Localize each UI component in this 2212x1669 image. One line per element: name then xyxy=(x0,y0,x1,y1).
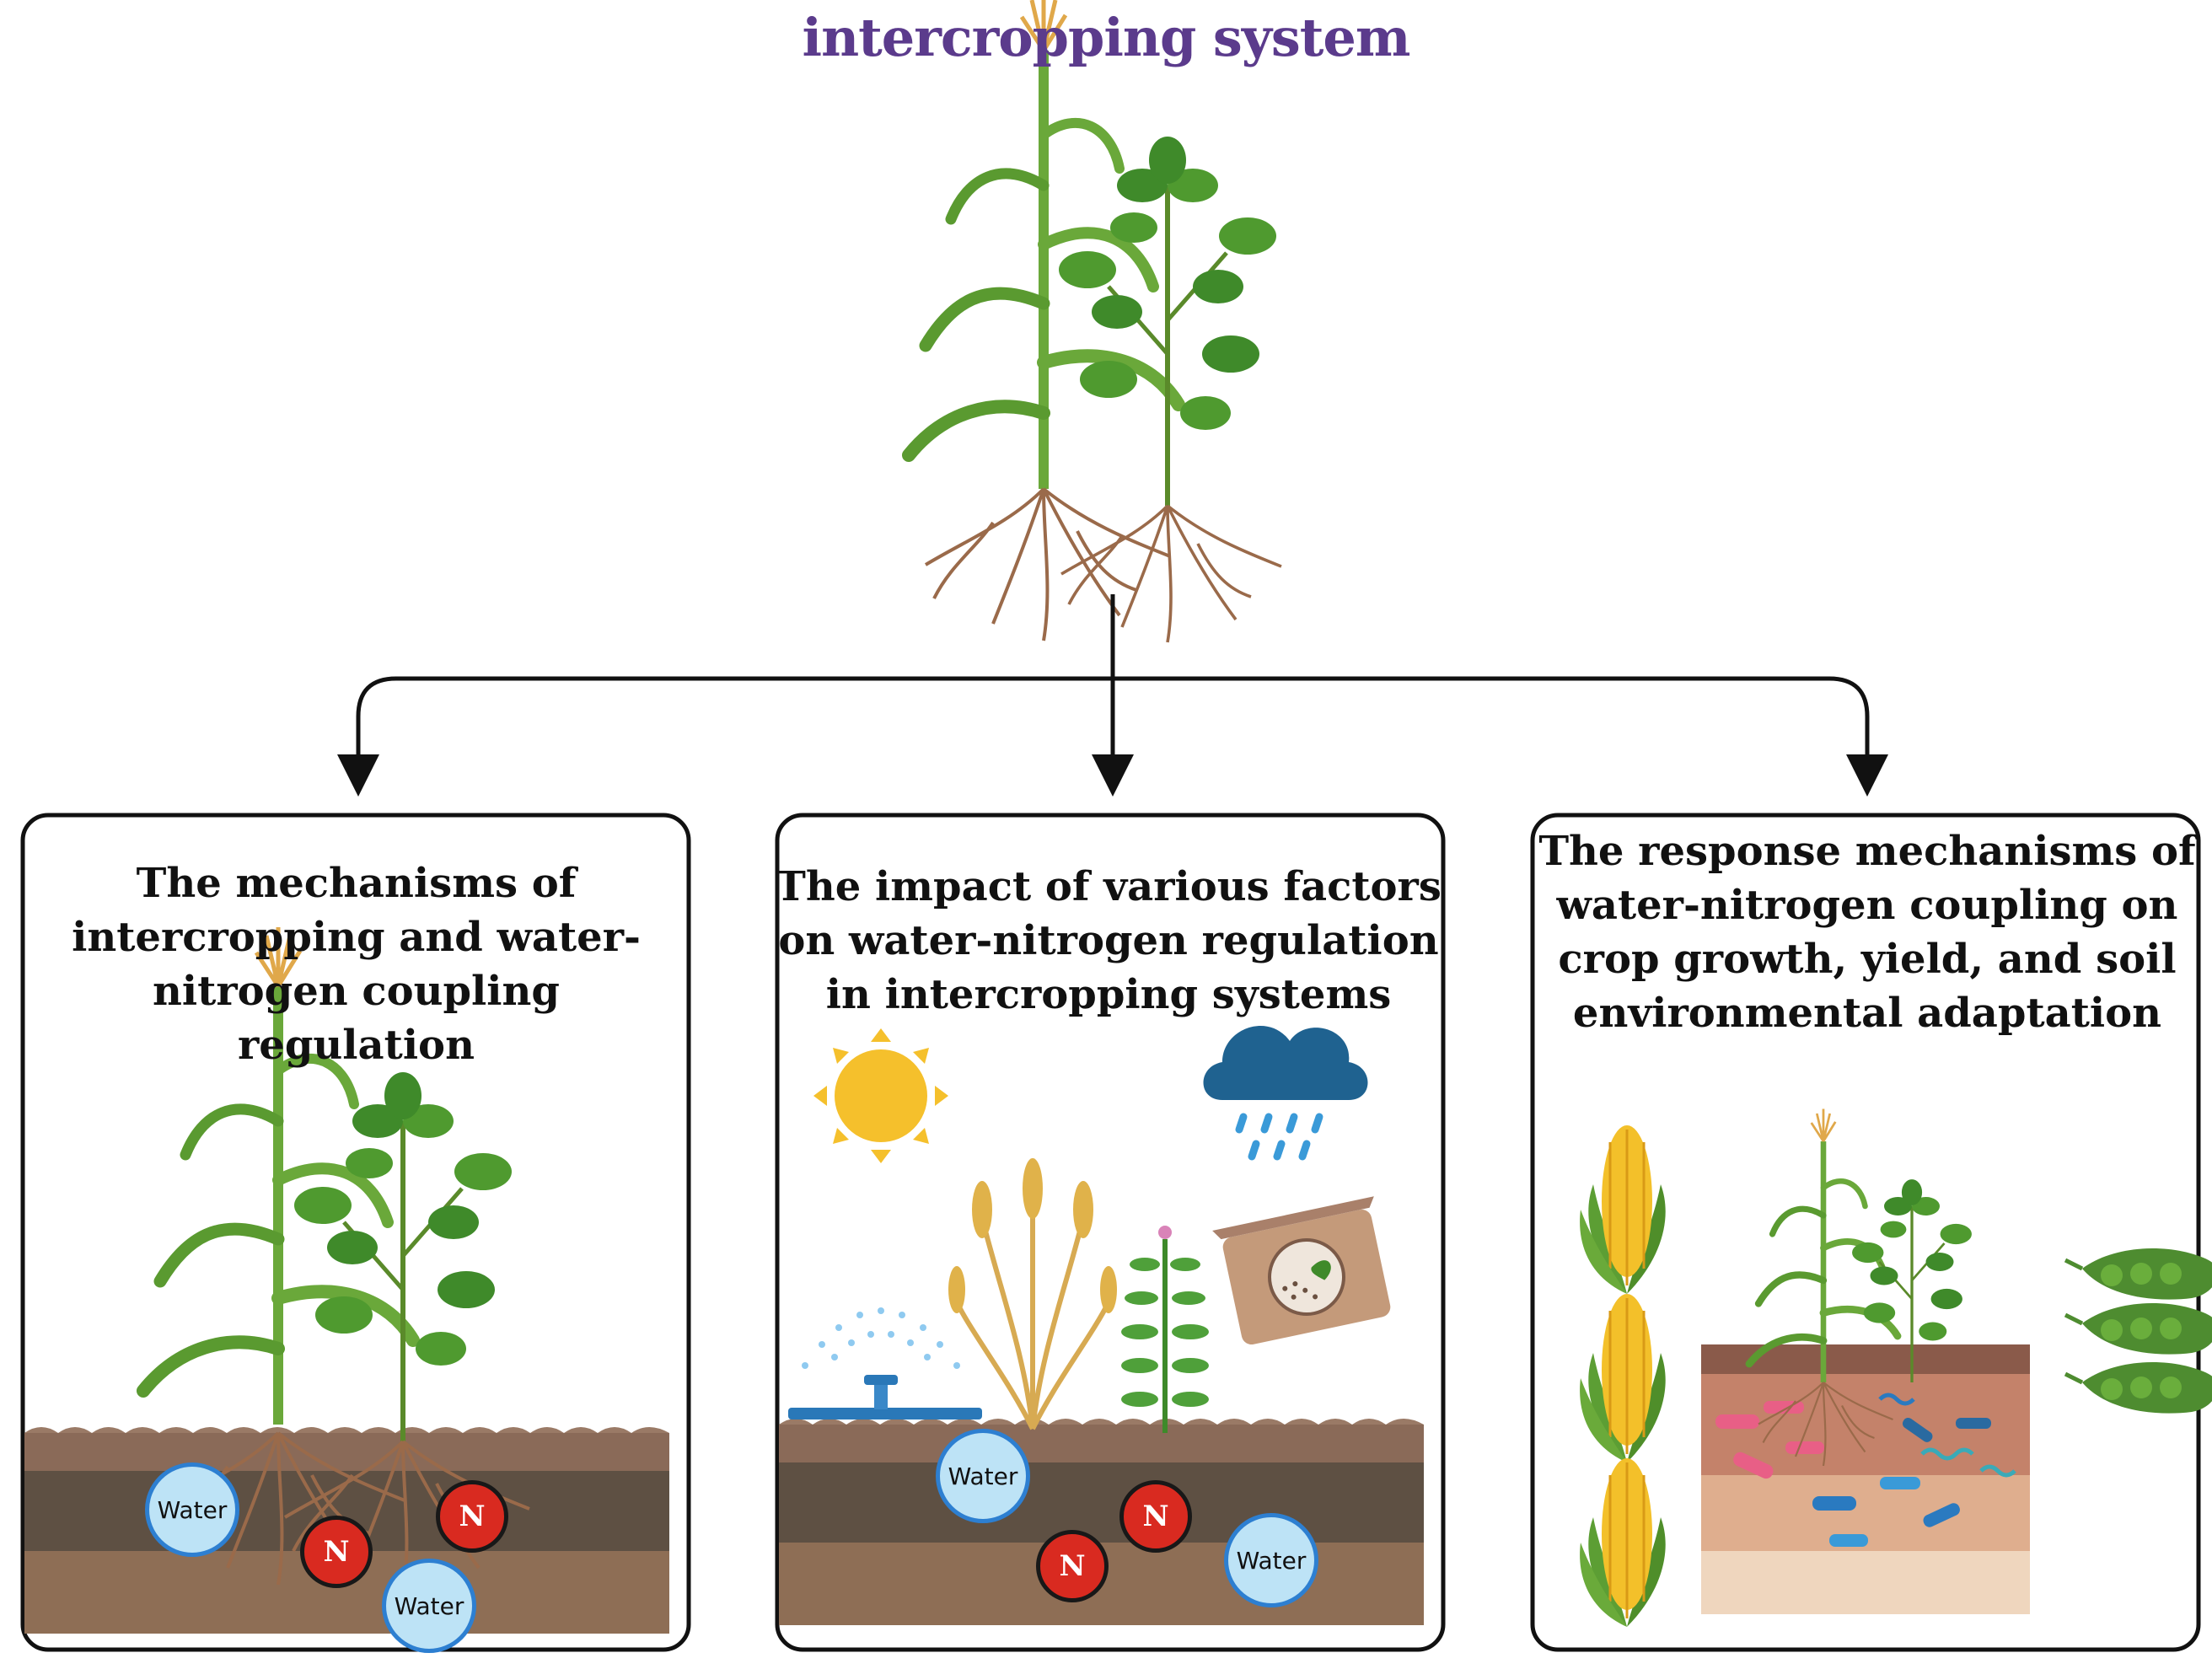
nitrogen-bubble: N xyxy=(436,1480,508,1553)
legume-plant-icon xyxy=(1121,1226,1209,1433)
top-intercropping-illustration xyxy=(909,0,1283,644)
nitrogen-bubble: N xyxy=(300,1516,373,1588)
nitrogen-bubble: N xyxy=(1119,1480,1192,1553)
rain-cloud-icon xyxy=(1203,1025,1368,1161)
arrow-right xyxy=(1113,676,1888,797)
soil-microbes xyxy=(1715,1393,2016,1547)
arrow-left xyxy=(337,676,1113,797)
water-bubble: Water xyxy=(1224,1513,1318,1607)
nitrogen-bubble: N xyxy=(1036,1530,1109,1602)
panel-2-title: The impact of various factors on water-n… xyxy=(776,863,1442,1018)
water-bubble: Water xyxy=(936,1429,1030,1523)
fertilizer-bag-icon xyxy=(1212,1196,1391,1345)
wheat-plant-icon xyxy=(948,1158,1117,1430)
panel-2-illustration xyxy=(779,1025,1424,1625)
panel-2-soil xyxy=(779,1419,1424,1625)
top-maize-plant xyxy=(909,0,1178,489)
sprinkler-icon xyxy=(788,1307,982,1419)
soil-profile-section xyxy=(1701,1344,2030,1614)
top-soybean-roots xyxy=(1060,504,1283,644)
panel-1-title: The mechanisms of intercropping and wate… xyxy=(72,860,641,1069)
water-bubble: Water xyxy=(145,1462,239,1557)
top-soybean-plant xyxy=(1059,137,1276,506)
top-maize-roots xyxy=(924,487,1172,642)
panel-3-title: The response mechanisms of water-nitroge… xyxy=(1538,828,2196,1037)
panel-3-illustration xyxy=(1578,1109,2212,1629)
main-title: intercropping system xyxy=(802,7,1411,68)
panel-3-box xyxy=(1530,813,2201,1652)
connector-arrows xyxy=(337,594,1888,797)
sun-icon xyxy=(813,1028,948,1163)
water-bubble: Water xyxy=(382,1559,476,1653)
